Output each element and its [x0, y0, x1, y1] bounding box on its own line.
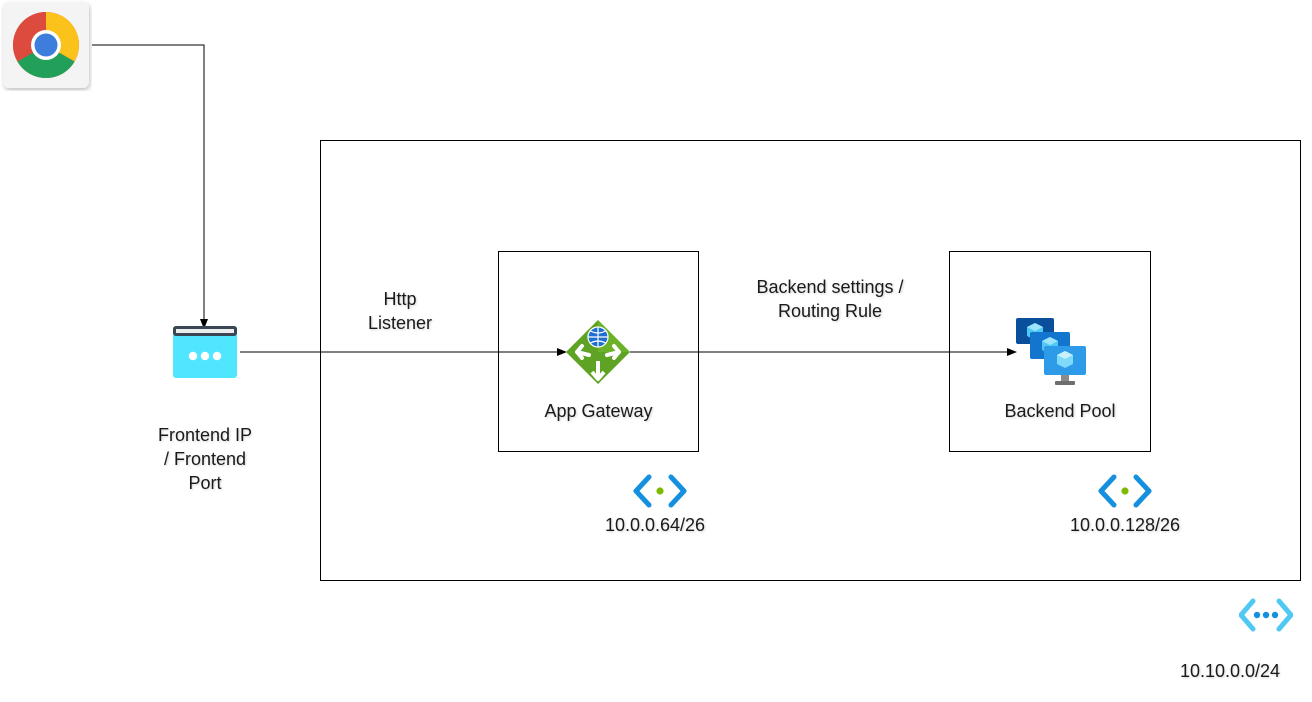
routing-rule-label: Backend settings / Routing Rule — [730, 275, 930, 323]
chrome-browser-icon — [1, 0, 92, 91]
app-gateway-label: App Gateway — [544, 401, 653, 421]
http-listener-label: Http Listener — [340, 287, 460, 335]
gateway-subnet-cidr: 10.0.0.64/26 — [604, 515, 706, 535]
virtual-machines-icon — [1015, 317, 1087, 387]
frontend-label-line-2: / Frontend — [163, 449, 247, 469]
browser-to-frontend-connector — [92, 44, 208, 329]
subnet-icon — [633, 474, 687, 508]
frontend-label-line-1: Frontend IP — [157, 425, 253, 445]
routing-rule-line-2: Routing Rule — [777, 301, 883, 321]
virtual-network-icon — [1238, 598, 1294, 632]
vnet-container — [320, 140, 1301, 581]
app-gateway-icon — [565, 319, 631, 385]
vnet-cidr: 10.10.0.0/24 — [1179, 661, 1281, 681]
subnet-icon — [1098, 474, 1152, 508]
frontend-label-line-3: Port — [188, 473, 222, 493]
routing-rule-line-1: Backend settings / — [756, 277, 904, 297]
backend-subnet-cidr: 10.0.0.128/26 — [1069, 515, 1181, 535]
frontend-label: Frontend IP / Frontend Port — [125, 423, 285, 495]
backend-pool-label: Backend Pool — [1004, 401, 1116, 421]
http-listener-line-2: Listener — [367, 313, 433, 333]
frontend-ip-icon — [172, 325, 238, 379]
http-listener-line-1: Http — [383, 289, 417, 309]
